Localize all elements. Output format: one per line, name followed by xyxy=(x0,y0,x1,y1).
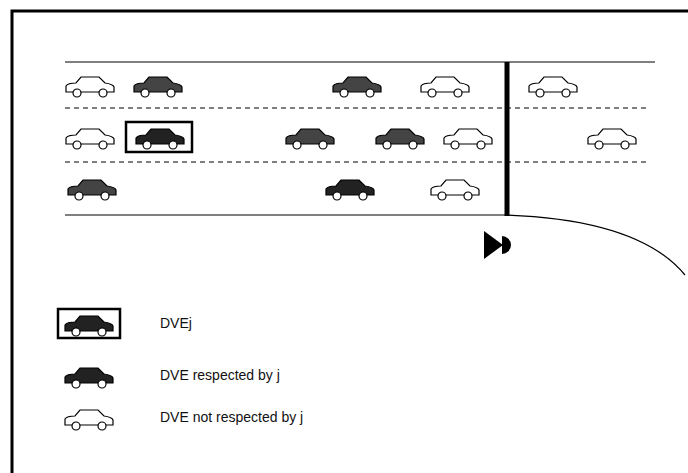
road-edge xyxy=(65,61,655,62)
road-edge xyxy=(65,214,507,215)
frame xyxy=(12,11,688,473)
legend-text: DVEj xyxy=(160,315,192,331)
lane-divider xyxy=(65,107,650,108)
legend-sample xyxy=(58,309,120,338)
stop-line xyxy=(505,62,510,216)
legend-sample xyxy=(65,410,113,430)
legend-text: DVE respected by j xyxy=(160,367,280,383)
legend-text: DVE not respected by j xyxy=(160,409,303,425)
signal-symbol xyxy=(484,231,511,259)
vehicles xyxy=(66,77,636,200)
legend-sample xyxy=(65,368,113,388)
lane-divider xyxy=(65,161,650,162)
road-curve xyxy=(507,215,685,275)
